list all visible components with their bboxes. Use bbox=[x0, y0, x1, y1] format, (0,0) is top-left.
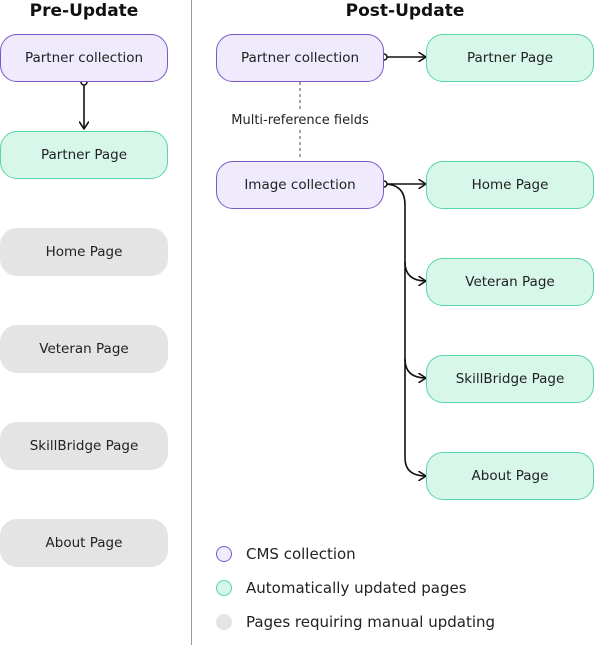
post-arrow-veteran bbox=[404, 261, 426, 281]
pre-partner-page-node: Partner Page bbox=[0, 131, 168, 179]
post-update-title: Post-Update bbox=[345, 1, 465, 21]
multi-reference-label: Multi-reference fields bbox=[216, 112, 384, 130]
pre-about-page-node: About Page bbox=[0, 519, 168, 567]
legend-item-manual: Pages requiring manual updating bbox=[216, 611, 495, 633]
auto-swatch-icon bbox=[216, 580, 232, 596]
post-home-page-node: Home Page bbox=[426, 161, 594, 209]
post-veteran-page-node: Veteran Page bbox=[426, 258, 594, 306]
post-arrow-skillbridge bbox=[404, 358, 426, 378]
manual-swatch-icon bbox=[216, 614, 232, 630]
legend-label: Automatically updated pages bbox=[246, 579, 467, 597]
post-arrow-trunk bbox=[383, 183, 426, 476]
legend-label: Pages requiring manual updating bbox=[246, 613, 496, 631]
post-skillbridge-page-node: SkillBridge Page bbox=[426, 355, 594, 403]
pre-skillbridge-page-node: SkillBridge Page bbox=[0, 422, 168, 470]
pre-home-page-node: Home Page bbox=[0, 228, 168, 276]
post-image-collection-node: Image collection bbox=[216, 161, 384, 209]
post-about-page-node: About Page bbox=[426, 452, 594, 500]
pre-partner-collection-node: Partner collection bbox=[0, 34, 168, 82]
pre-update-title: Pre-Update bbox=[29, 1, 139, 21]
post-partner-page-node: Partner Page bbox=[426, 34, 594, 82]
post-partner-collection-node: Partner collection bbox=[216, 34, 384, 82]
legend-item-cms: CMS collection bbox=[216, 543, 356, 565]
cms-swatch-icon bbox=[216, 546, 232, 562]
legend-item-auto: Automatically updated pages bbox=[216, 577, 467, 599]
pre-veteran-page-node: Veteran Page bbox=[0, 325, 168, 373]
section-divider bbox=[191, 0, 192, 645]
legend-label: CMS collection bbox=[246, 545, 356, 563]
